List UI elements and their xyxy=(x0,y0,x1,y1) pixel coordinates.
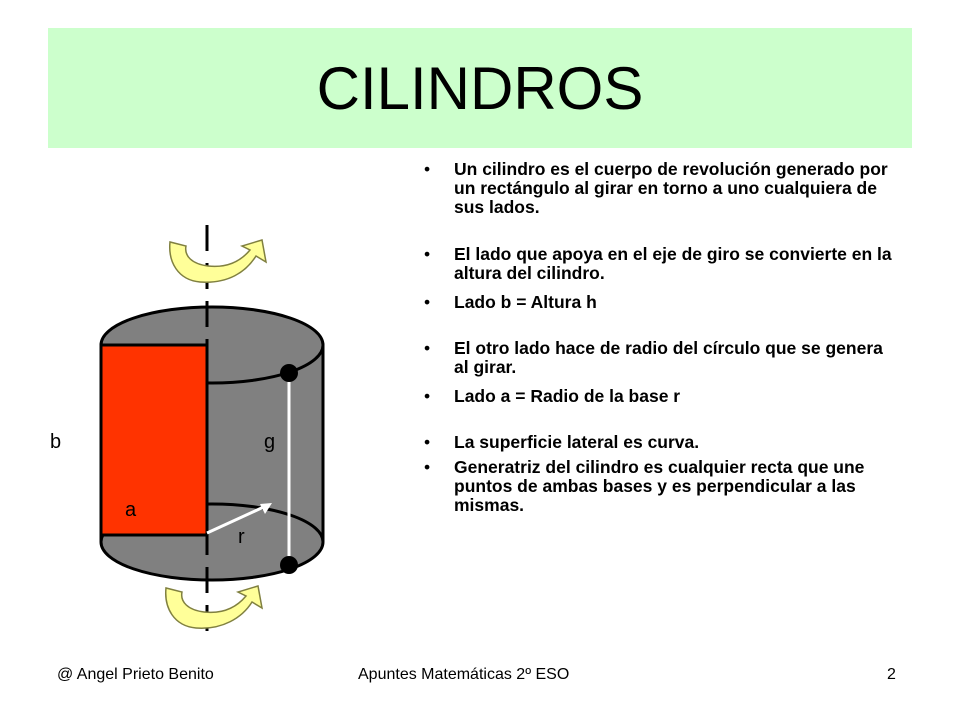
bullet-item: Lado b = Altura h xyxy=(424,293,894,313)
title-band: CILINDROS xyxy=(48,28,912,148)
bullet-item: Lado a = Radio de la base r xyxy=(424,387,894,407)
generating-rectangle xyxy=(99,343,209,537)
top-rotation-arrow-icon xyxy=(169,239,268,283)
slide-title: CILINDROS xyxy=(316,54,644,122)
generatrix-bottom-point xyxy=(280,556,298,574)
bullet-list: Un cilindro es el cuerpo de revolución g… xyxy=(424,160,894,515)
bullet-item: El lado que apoya en el eje de giro se c… xyxy=(424,245,894,283)
label-r: r xyxy=(238,526,245,548)
bullet-item: La superficie lateral es curva. xyxy=(424,433,894,453)
footer-course: Apuntes Matemáticas 2º ESO xyxy=(358,666,570,683)
bullet-item: Un cilindro es el cuerpo de revolución g… xyxy=(424,160,894,217)
generatrix-top-point xyxy=(280,364,298,382)
bullet-item: Generatriz del cilindro es cualquier rec… xyxy=(424,458,894,515)
radius-arrowhead xyxy=(260,503,272,514)
label-g: g xyxy=(264,431,275,453)
footer-page-number: 2 xyxy=(887,666,896,683)
label-a: a xyxy=(125,499,137,521)
bottom-rotation-arrow-icon xyxy=(165,585,264,629)
bullet-item: El otro lado hace de radio del círculo q… xyxy=(424,339,894,377)
radius-arrow xyxy=(206,503,269,535)
footer-author: @ Angel Prieto Benito xyxy=(57,666,214,683)
label-b: b xyxy=(50,431,61,453)
